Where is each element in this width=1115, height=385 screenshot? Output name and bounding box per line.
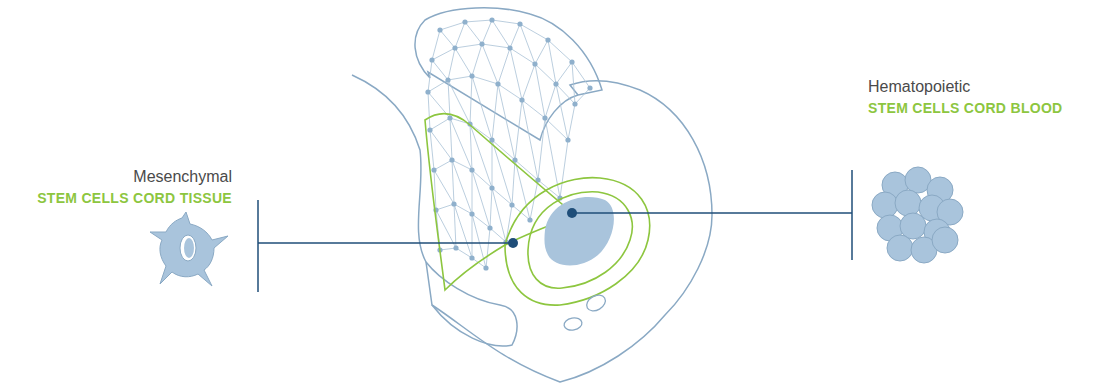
umbilical-artery bbox=[563, 317, 583, 332]
blood-cell-cluster-icon bbox=[872, 167, 963, 263]
leader-line bbox=[258, 242, 513, 244]
leader-line bbox=[572, 212, 852, 214]
leader-dot bbox=[508, 238, 518, 248]
source-label: STEM CELLS CORD BLOOD bbox=[868, 100, 1063, 116]
cord-layer-inner bbox=[528, 192, 632, 288]
cord-fin bbox=[415, 8, 602, 140]
umbilical-vein bbox=[544, 197, 613, 265]
cell-type-label: Hematopoietic bbox=[868, 78, 970, 96]
cell-type-label: Mesenchymal bbox=[133, 168, 232, 186]
mesenchymal-cell-icon bbox=[150, 212, 228, 286]
source-label: STEM CELLS CORD TISSUE bbox=[37, 190, 232, 206]
bracket bbox=[851, 170, 853, 260]
cord-outline bbox=[352, 75, 712, 382]
cord-flap bbox=[426, 262, 517, 346]
cord-layer-outer bbox=[505, 178, 650, 306]
leader-dot bbox=[567, 208, 577, 218]
bracket bbox=[257, 200, 259, 292]
wharton-jelly-outline bbox=[425, 114, 575, 290]
umbilical-artery bbox=[584, 292, 608, 314]
